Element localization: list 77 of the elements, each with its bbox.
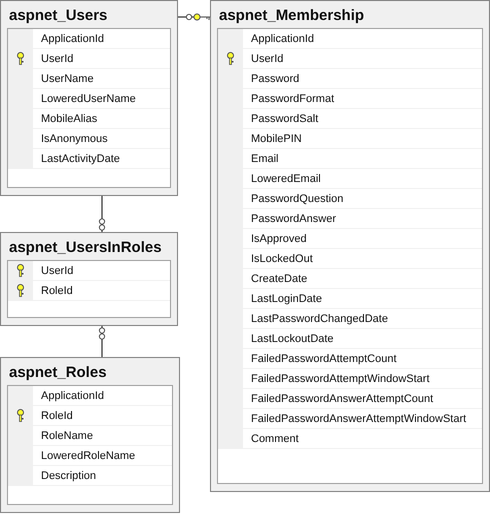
column-row [8, 466, 172, 486]
column-name: CreateDate [250, 272, 308, 287]
column-row [218, 149, 482, 169]
column-name: PasswordFormat [250, 92, 334, 107]
table-box [0, 357, 180, 513]
column-row [218, 229, 482, 249]
column-name: Email [250, 152, 279, 167]
column-row [218, 289, 482, 309]
column-row [218, 109, 482, 129]
column-row [218, 29, 482, 49]
column-row [8, 149, 170, 169]
column-row [218, 269, 482, 289]
column-row [8, 386, 172, 406]
column-row [8, 261, 170, 281]
column-name: IsApproved [250, 232, 307, 247]
column-row [8, 426, 172, 446]
column-name: RoleId [40, 409, 73, 424]
column-name: UserId [40, 264, 74, 279]
column-row [218, 49, 482, 69]
column-row [218, 209, 482, 229]
table-title: aspnet_Membership [219, 7, 364, 25]
column-row [8, 69, 170, 89]
column-name: LastLockoutDate [250, 332, 334, 347]
column-row [8, 89, 170, 109]
column-row [218, 409, 482, 429]
column-name: IsLockedOut [250, 252, 313, 267]
column-name: RoleName [40, 429, 93, 444]
column-name: UserId [250, 52, 284, 67]
column-name: LastLoginDate [250, 292, 322, 307]
column-row [8, 281, 170, 301]
column-name: Comment [250, 432, 299, 447]
column-row [8, 446, 172, 466]
column-row [218, 129, 482, 149]
column-name: Description [40, 469, 96, 484]
column-name: UserId [40, 52, 74, 67]
column-row [218, 429, 482, 449]
column-row [218, 89, 482, 109]
column-name: ApplicationId [40, 389, 104, 404]
table-title: aspnet_Roles [9, 364, 107, 382]
column-row [8, 129, 170, 149]
column-name: LastPasswordChangedDate [250, 312, 388, 327]
column-name: ApplicationId [250, 32, 314, 47]
table-title: aspnet_UsersInRoles [9, 239, 162, 257]
column-name: FailedPasswordAttemptCount [250, 352, 397, 367]
column-row [8, 109, 170, 129]
column-row [218, 249, 482, 269]
column-row [218, 349, 482, 369]
column-row [8, 406, 172, 426]
column-row [218, 309, 482, 329]
column-name: Password [250, 72, 300, 87]
column-row [218, 389, 482, 409]
column-name: PasswordAnswer [250, 212, 336, 227]
column-name: FailedPasswordAnswerAttemptCount [250, 392, 434, 407]
column-name: LoweredRoleName [40, 449, 136, 464]
column-name: ApplicationId [40, 32, 104, 47]
column-row [218, 369, 482, 389]
column-name: FailedPasswordAnswerAttemptWindowStart [250, 412, 466, 427]
table-box [0, 232, 178, 326]
column-row [218, 169, 482, 189]
column-name: FailedPasswordAttemptWindowStart [250, 372, 430, 387]
column-name: LoweredEmail [250, 172, 321, 187]
column-name: MobileAlias [40, 112, 98, 127]
column-name: UserName [40, 72, 94, 87]
column-name: PasswordQuestion [250, 192, 344, 207]
column-name: LastActivityDate [40, 152, 120, 167]
column-row [218, 189, 482, 209]
column-name: RoleId [40, 284, 73, 299]
column-row [218, 69, 482, 89]
column-row [218, 329, 482, 349]
column-name: IsAnonymous [40, 132, 108, 147]
table-box [0, 0, 178, 196]
column-name: MobilePIN [250, 132, 302, 147]
column-row [8, 49, 170, 69]
column-row [8, 29, 170, 49]
column-name: LoweredUserName [40, 92, 136, 107]
column-name: PasswordSalt [250, 112, 318, 127]
table-title: aspnet_Users [9, 7, 108, 25]
